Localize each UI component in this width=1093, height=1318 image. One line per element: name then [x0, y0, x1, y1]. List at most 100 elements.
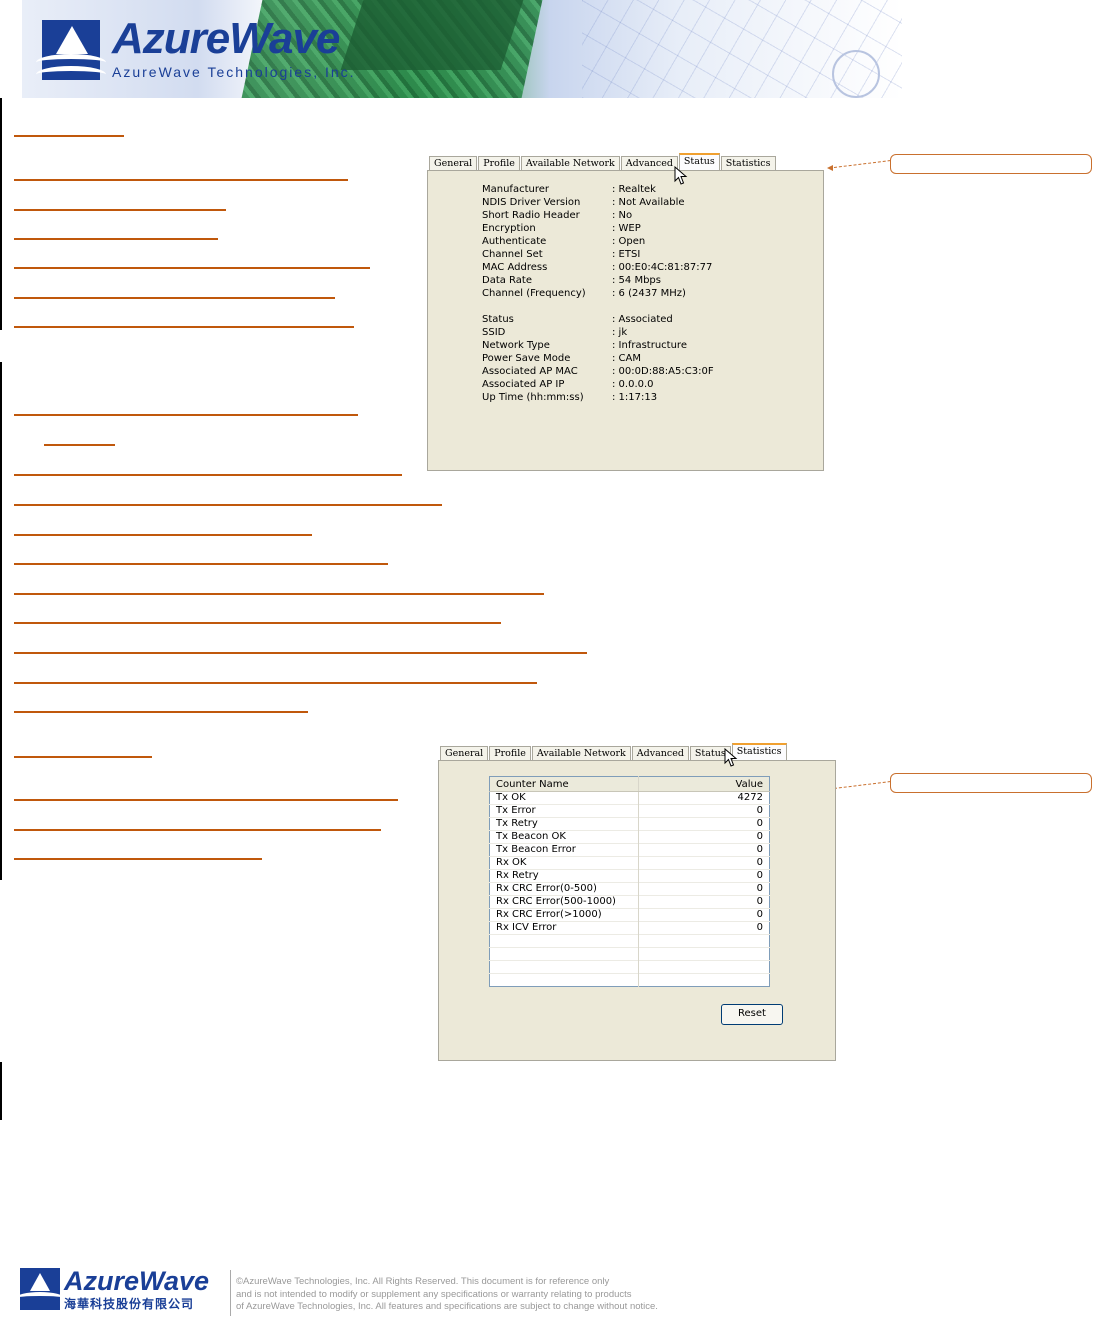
status-panel-body [427, 170, 824, 471]
tab-profile[interactable]: Profile [478, 156, 520, 172]
footer-company-name: 海華科技股份有限公司 [64, 1297, 195, 1311]
counter-value-cell: 0 [638, 895, 770, 909]
footer-logo-icon [16, 1268, 64, 1310]
table-row[interactable]: Rx CRC Error(>1000)0 [489, 908, 770, 922]
status-row-value: : 00:0D:88:A5:C3:0F [612, 366, 714, 377]
status-row-label: MAC Address [482, 262, 548, 273]
tab-profile[interactable]: Profile [489, 746, 531, 762]
footer-line: and is not intended to modify or supplem… [236, 1288, 632, 1300]
counter-name-cell: Tx Error [489, 804, 639, 818]
counter-value-cell: 0 [638, 908, 770, 922]
reset-button[interactable]: Reset [721, 1004, 783, 1025]
column-header-counter-name[interactable]: Counter Name [489, 776, 639, 792]
status-row-label: NDIS Driver Version [482, 197, 581, 208]
counter-name-cell: Rx CRC Error(>1000) [489, 908, 639, 922]
redacted-line [14, 135, 124, 137]
tab-advanced[interactable]: Advanced [631, 746, 689, 762]
counter-name-cell: Tx Retry [489, 817, 639, 831]
banner-circle-graphic [832, 50, 880, 98]
empty-table-row [489, 934, 770, 948]
counter-value-cell: 0 [638, 882, 770, 896]
counter-name-cell: Rx ICV Error [489, 921, 639, 935]
status-row-label: Associated AP IP [482, 379, 565, 390]
footer-brand-name: AzureWave [64, 1266, 210, 1296]
status-row-value: : No [612, 210, 633, 221]
statistics-callout-box [890, 773, 1092, 793]
redacted-line [14, 179, 348, 181]
brand-name: AzureWave [112, 14, 340, 63]
status-row-label: Power Save Mode [482, 353, 571, 364]
status-row-value: : Not Available [612, 197, 685, 208]
status-row-value: : 1:17:13 [612, 392, 658, 403]
counter-name-cell: Rx CRC Error(500-1000) [489, 895, 639, 909]
redacted-line [14, 534, 312, 536]
status-row-label: Up Time (hh:mm:ss) [482, 392, 584, 403]
tab-statistics[interactable]: Statistics [720, 156, 776, 172]
redacted-line [14, 799, 398, 801]
tab-advanced[interactable]: Advanced [620, 156, 678, 172]
redacted-line [14, 474, 402, 476]
redacted-line [44, 444, 115, 446]
redacted-line [14, 563, 388, 565]
table-row[interactable]: Rx CRC Error(500-1000)0 [489, 895, 770, 909]
tab-status[interactable]: Status [678, 153, 720, 173]
status-row-value: : ETSI [612, 249, 641, 260]
counter-value-cell: 0 [638, 843, 770, 857]
status-callout-box [890, 154, 1092, 174]
footer-logo: AzureWave 海華科技股份有限公司 [16, 1266, 225, 1314]
status-row-label: Associated AP MAC [482, 366, 578, 377]
status-row-value: : Realtek [612, 184, 656, 195]
statistics-callout-leader [833, 781, 891, 789]
status-tab-bar: General Profile Available Network Advanc… [429, 153, 777, 173]
brand-subtitle: AzureWave Technologies, Inc. [112, 64, 356, 80]
redacted-line [14, 622, 501, 624]
counter-name-cell: Rx OK [489, 856, 639, 870]
counter-value-cell: 0 [638, 830, 770, 844]
redacted-line [14, 593, 544, 595]
status-row-value: : jk [612, 327, 628, 338]
redacted-line [14, 829, 381, 831]
column-header-value[interactable]: Value [638, 776, 770, 792]
status-row-value: : Open [612, 236, 646, 247]
status-row-value: : Infrastructure [612, 340, 687, 351]
counter-name-cell: Tx OK [489, 791, 639, 805]
status-row-label: Short Radio Header [482, 210, 580, 221]
status-row-label: Authenticate [482, 236, 547, 247]
azurewave-logo-icon [36, 20, 106, 80]
counter-value-cell: 0 [638, 817, 770, 831]
tab-available-network[interactable]: Available Network [531, 746, 631, 762]
redacted-line [14, 267, 370, 269]
margin-rule-bottom [0, 1062, 2, 1120]
footer-line: ©AzureWave Technologies, Inc. All Rights… [236, 1276, 610, 1287]
counter-value-cell: 0 [638, 869, 770, 883]
statistics-dialog: General Profile Available Network Advanc… [438, 743, 836, 1061]
status-row-value: : CAM [612, 353, 641, 364]
counter-name-cell: Rx Retry [489, 869, 639, 883]
redacted-line [14, 414, 358, 416]
redacted-line [14, 209, 226, 211]
redacted-line [14, 858, 262, 860]
mouse-pointer-icon [674, 166, 688, 185]
counter-value-cell: 0 [638, 856, 770, 870]
status-callout-leader [833, 160, 891, 168]
table-row[interactable]: Rx CRC Error(0-500)0 [489, 882, 770, 896]
tab-available-network[interactable]: Available Network [520, 156, 620, 172]
tab-general[interactable]: General [429, 156, 478, 172]
tab-statistics[interactable]: Statistics [731, 743, 787, 763]
counter-value-cell: 4272 [638, 791, 770, 805]
tab-general[interactable]: General [440, 746, 489, 762]
status-row-label: Encryption [482, 223, 536, 234]
statistics-tab-bar: General Profile Available Network Advanc… [440, 743, 788, 763]
status-row-label: Status [482, 314, 514, 325]
redacted-line [14, 756, 152, 758]
